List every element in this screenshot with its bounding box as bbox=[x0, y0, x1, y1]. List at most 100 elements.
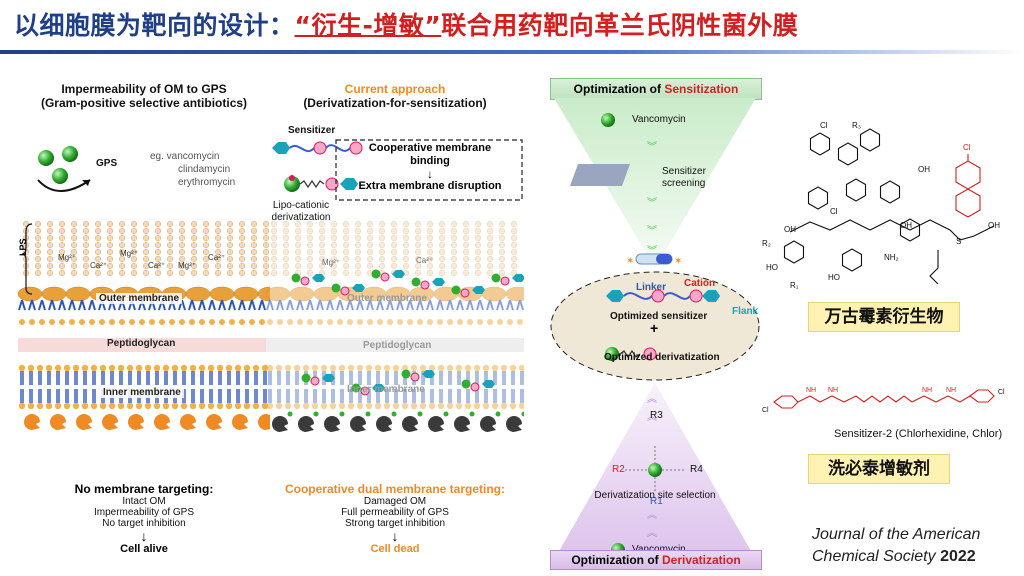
lps-sugar bbox=[378, 262, 386, 270]
lps-sugar bbox=[46, 262, 54, 270]
lipid-head bbox=[109, 319, 115, 325]
lipid-tail bbox=[304, 389, 308, 403]
lps-sugar bbox=[402, 220, 410, 228]
lipid-tail bbox=[486, 299, 494, 311]
flank-hexagon bbox=[512, 274, 524, 282]
lipid-tail bbox=[496, 299, 504, 311]
lipid-tail bbox=[110, 371, 114, 385]
lps-sugar bbox=[178, 248, 186, 256]
left-header-line1: Impermeability of OM to GPS bbox=[61, 82, 227, 96]
lipid-head bbox=[90, 402, 98, 410]
lipid-head bbox=[293, 402, 301, 410]
lipid-tail bbox=[340, 389, 344, 403]
lipid-head bbox=[427, 319, 433, 325]
lipid-a bbox=[505, 286, 524, 302]
lipid-head bbox=[79, 319, 85, 325]
lps-sugar bbox=[142, 234, 150, 242]
lps-sugar bbox=[414, 227, 422, 235]
lps-sugar bbox=[82, 234, 90, 242]
lipid-tail bbox=[416, 299, 424, 311]
lps-sugar bbox=[226, 220, 234, 228]
lipid-head bbox=[329, 364, 337, 372]
lipid-a bbox=[289, 286, 315, 302]
lipid-head bbox=[464, 364, 472, 372]
lipid-head bbox=[189, 402, 197, 410]
lipid-tail bbox=[191, 389, 195, 403]
peptide-backbone bbox=[789, 219, 995, 241]
lipid-head bbox=[199, 319, 205, 325]
ion-label: Mg²⁺ bbox=[322, 258, 340, 267]
middle-result: Cooperative dual membrane targeting: Dam… bbox=[266, 482, 524, 555]
sensitization-label-black: Optimization of bbox=[573, 82, 665, 96]
lipid-tail bbox=[276, 299, 284, 311]
lps-sugar bbox=[130, 262, 138, 270]
lipid-head bbox=[457, 319, 463, 325]
lipid-head bbox=[437, 319, 443, 325]
lipid-tail bbox=[263, 371, 267, 385]
r1-label: R1 bbox=[650, 496, 663, 507]
lps-sugar bbox=[214, 262, 222, 270]
lps-sugar bbox=[282, 227, 290, 235]
lipid-a bbox=[233, 286, 259, 302]
lps-sugar bbox=[318, 248, 326, 256]
r2-label: R2 bbox=[612, 464, 625, 475]
cation-icon bbox=[300, 276, 310, 286]
lps-sugar bbox=[390, 255, 398, 263]
lipid-head bbox=[467, 319, 473, 325]
lipid-head bbox=[287, 319, 293, 325]
lps-sugar bbox=[366, 248, 374, 256]
lps-sugar bbox=[510, 248, 518, 256]
lps-sugar bbox=[142, 241, 150, 249]
vancomycin-ball bbox=[331, 283, 341, 293]
page-title: 以细胞膜为靶向的设计：“衍生-增敏”联合用药靶向革兰氏阴性菌外膜 bbox=[14, 6, 798, 42]
lipid-head bbox=[491, 364, 499, 372]
lipid-head bbox=[108, 402, 116, 410]
lipid-tail bbox=[74, 389, 78, 403]
middle-panel: Current approach (Derivatization-for-sen… bbox=[266, 70, 524, 570]
lipid-tail bbox=[65, 371, 69, 385]
lps-sugar bbox=[262, 241, 270, 249]
lps-sugar bbox=[226, 234, 234, 242]
lipid-tail bbox=[236, 371, 240, 385]
lps-sugar bbox=[438, 220, 446, 228]
lps-sugar bbox=[486, 248, 494, 256]
lipid-tail bbox=[349, 389, 353, 403]
site-selection-label: Derivatization site selection bbox=[594, 490, 716, 501]
lipid-tail bbox=[446, 299, 454, 311]
lipid-tail bbox=[68, 299, 76, 311]
lps-sugar bbox=[202, 262, 210, 270]
lps-sugar bbox=[474, 234, 482, 242]
lipid-tail bbox=[238, 299, 246, 311]
lipid-head bbox=[129, 319, 135, 325]
lipid-head bbox=[39, 319, 45, 325]
lipid-head bbox=[153, 364, 161, 372]
lipid-head bbox=[162, 402, 170, 410]
atom-label: NH bbox=[946, 387, 956, 394]
lps-sugar bbox=[250, 269, 258, 277]
lipid-tail bbox=[248, 299, 256, 311]
lps-sugar bbox=[426, 269, 434, 277]
lipid-tail bbox=[74, 371, 78, 385]
lipid-tail bbox=[484, 389, 488, 403]
lipid-head bbox=[189, 364, 197, 372]
lipid-tail bbox=[78, 299, 86, 311]
lps-sugar bbox=[510, 269, 518, 277]
lps-sugar bbox=[34, 248, 42, 256]
lipid-head bbox=[169, 319, 175, 325]
lipid-head bbox=[239, 319, 245, 325]
lipid-head bbox=[267, 319, 273, 325]
vancomycin-ball bbox=[461, 379, 471, 389]
journal-year: 2022 bbox=[940, 548, 976, 565]
lps-sugar bbox=[46, 241, 54, 249]
lps-sugar bbox=[462, 234, 470, 242]
lps-sugar bbox=[190, 234, 198, 242]
flank-hexagon bbox=[482, 380, 495, 388]
lps-sugar bbox=[402, 241, 410, 249]
cation-icon bbox=[349, 141, 363, 155]
down-arrow-icon: ↓ bbox=[427, 167, 433, 181]
lipid-tail bbox=[466, 299, 474, 311]
lps-sugar bbox=[378, 227, 386, 235]
middle-header: Current approach (Derivatization-for-sen… bbox=[266, 82, 524, 110]
lps-sugar bbox=[438, 234, 446, 242]
lps-sugar bbox=[46, 269, 54, 277]
